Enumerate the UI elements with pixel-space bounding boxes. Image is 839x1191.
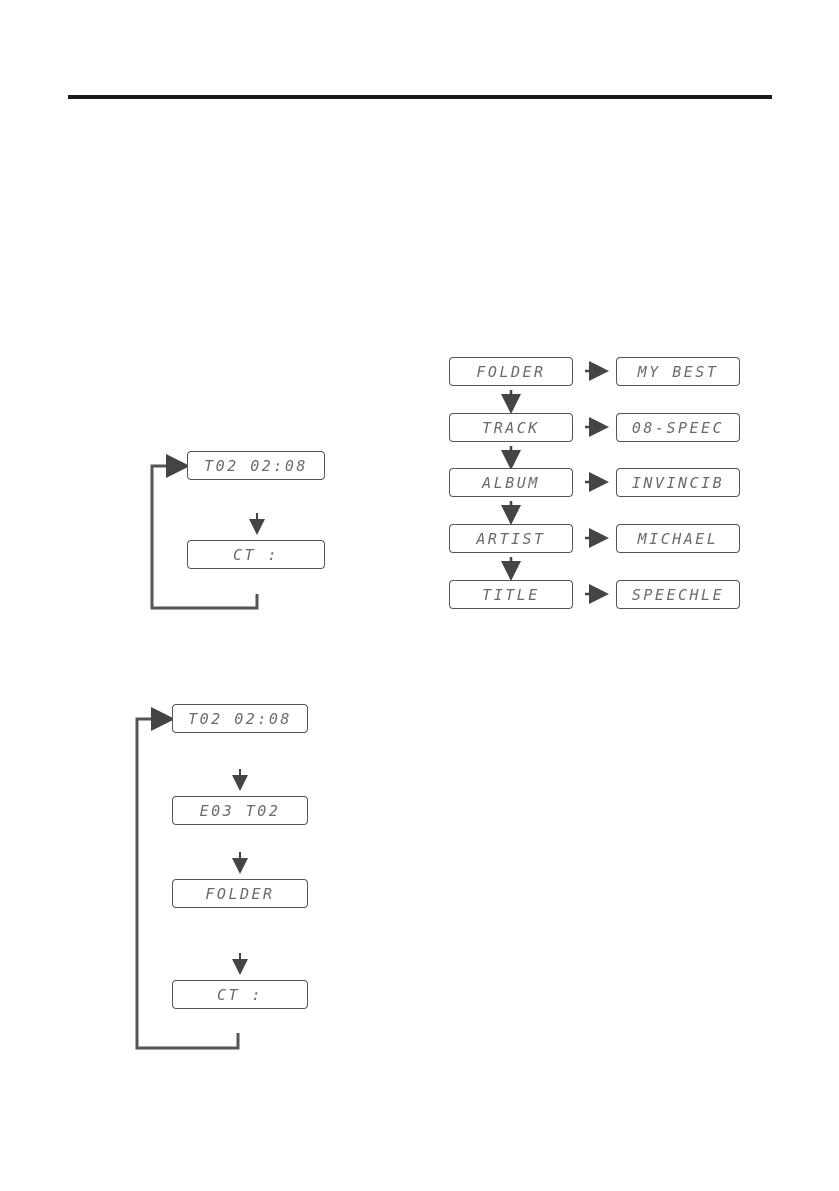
lcd-display: CT : <box>172 980 308 1009</box>
lcd-display: MY BEST <box>616 357 740 386</box>
lcd-display: T02 02:08 <box>187 451 325 480</box>
lcd-text: T02 02:08 <box>188 709 292 728</box>
lcd-text: CT : <box>232 545 280 564</box>
lcd-text: TITLE <box>482 585 540 604</box>
lcd-display: INVINCIB <box>616 468 740 497</box>
loop-line-2 <box>135 707 240 1050</box>
lcd-text: SPEECHLE <box>631 585 725 604</box>
lcd-text: ARTIST <box>476 529 546 548</box>
lcd-display: ARTIST <box>449 524 573 553</box>
lcd-text: E03 T02 <box>199 801 281 820</box>
top-rule <box>68 95 772 99</box>
lcd-text: INVINCIB <box>631 473 725 492</box>
lcd-display: TRACK <box>449 413 573 442</box>
lcd-text: FOLDER <box>205 884 275 903</box>
lcd-display: 08-SPEEC <box>616 413 740 442</box>
lcd-text: CT : <box>216 985 264 1004</box>
lcd-display: MICHAEL <box>616 524 740 553</box>
lcd-display: CT : <box>187 540 325 569</box>
lcd-display: FOLDER <box>172 879 308 908</box>
lcd-display: E03 T02 <box>172 796 308 825</box>
lcd-display: ALBUM <box>449 468 573 497</box>
lcd-display: SPEECHLE <box>616 580 740 609</box>
lcd-text: TRACK <box>482 418 540 437</box>
lcd-text: T02 02:08 <box>204 456 308 475</box>
lcd-text: FOLDER <box>476 362 546 381</box>
lcd-text: 08-SPEEC <box>631 418 725 437</box>
lcd-text: MICHAEL <box>637 529 719 548</box>
loop-line-1 <box>150 454 259 610</box>
lcd-text: MY BEST <box>637 362 719 381</box>
lcd-display: TITLE <box>449 580 573 609</box>
lcd-display: T02 02:08 <box>172 704 308 733</box>
lcd-text: ALBUM <box>482 473 540 492</box>
lcd-display: FOLDER <box>449 357 573 386</box>
